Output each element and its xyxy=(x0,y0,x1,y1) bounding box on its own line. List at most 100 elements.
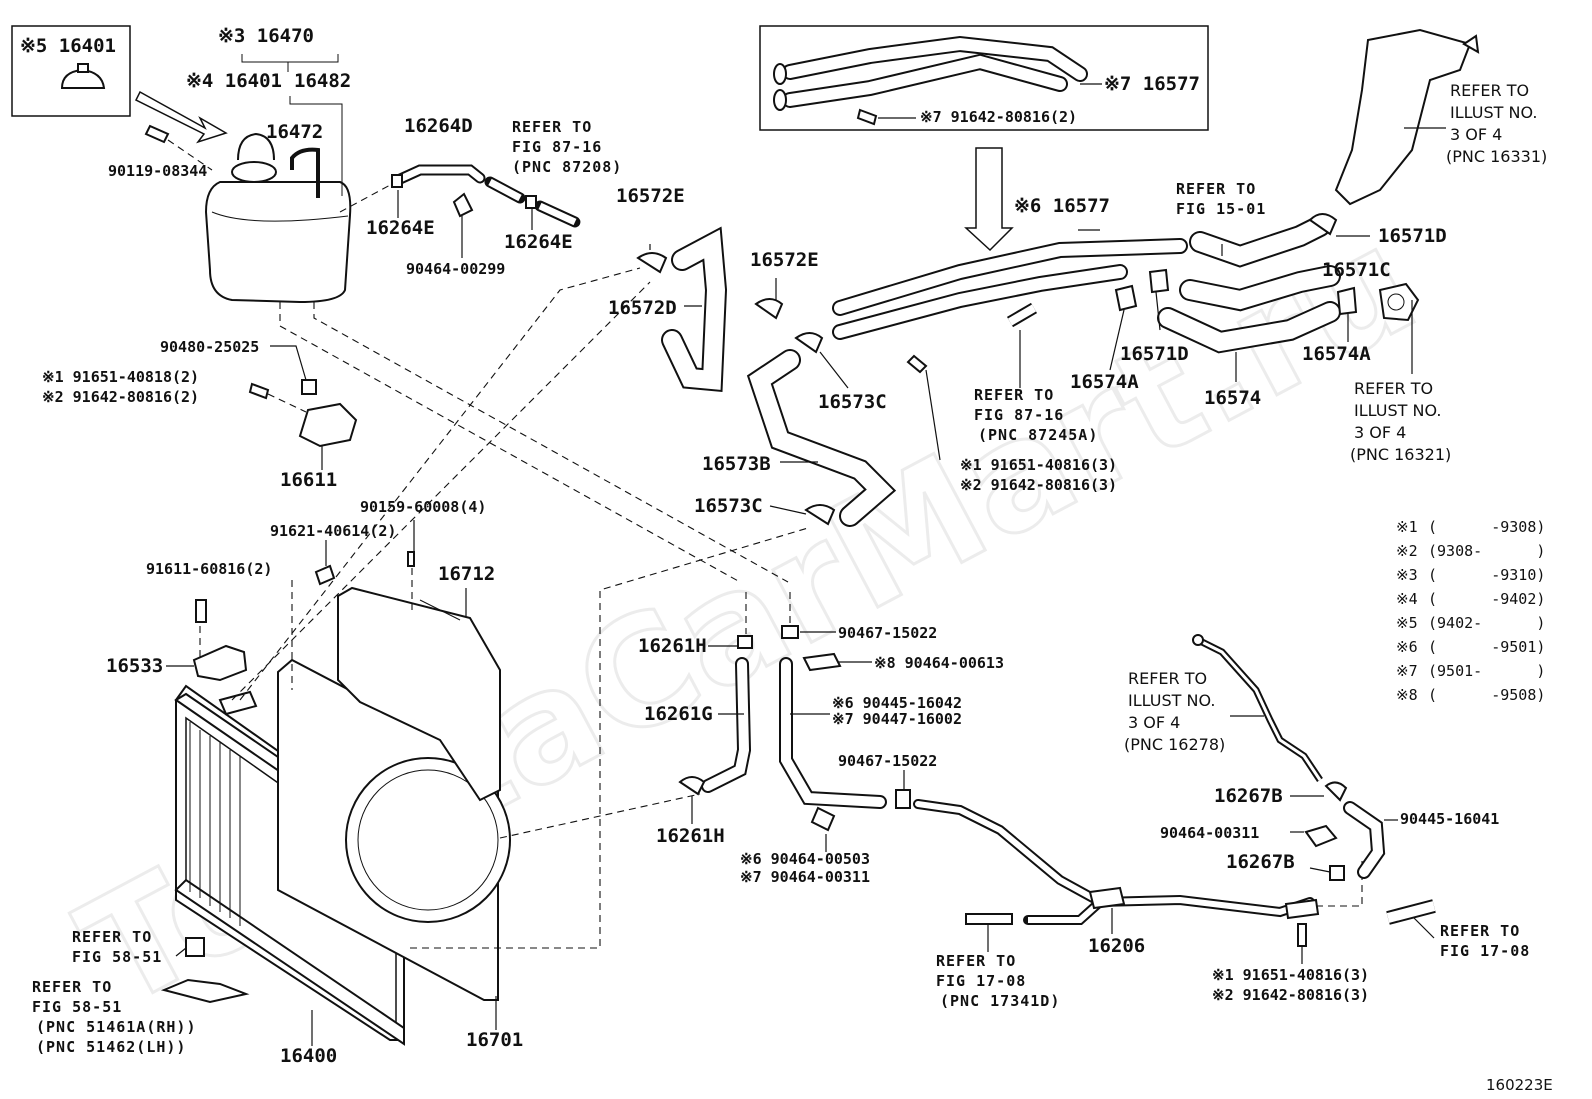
ref-illust-16321: REFER TO ILLUST NO. 3 OF 4 (PNC 16321) xyxy=(1350,379,1451,464)
label-90159: 90159-60008(4) xyxy=(360,498,486,516)
svg-text:FIG 87-16: FIG 87-16 xyxy=(974,406,1064,424)
svg-text:3 OF 4: 3 OF 4 xyxy=(1128,713,1180,732)
label-16400: 16400 xyxy=(280,1045,337,1067)
water-outlet xyxy=(1334,28,1480,322)
svg-text:REFER TO: REFER TO xyxy=(974,386,1054,404)
label-90447-16002: ※7 90447-16002 xyxy=(832,710,962,728)
label-16470: ※3 16470 xyxy=(218,25,314,47)
label-90464-00311-a: ※7 90464-00311 xyxy=(740,868,870,886)
svg-text:REFER TO: REFER TO xyxy=(1450,81,1529,100)
svg-text:REFER TO: REFER TO xyxy=(1354,379,1433,398)
svg-text:( -9308): ( -9308) xyxy=(1428,518,1545,536)
label-bolt-816b: ※2 91642-80816(3) xyxy=(960,476,1117,494)
svg-text:(PNC 87208): (PNC 87208) xyxy=(512,158,622,176)
label-90464-00311-b: 90464-00311 xyxy=(1160,824,1259,842)
svg-text:FIG 87-16: FIG 87-16 xyxy=(512,138,602,156)
svg-text:( -9508): ( -9508) xyxy=(1428,686,1545,704)
hoses-right xyxy=(1114,213,1358,354)
label-16572D: 16572D xyxy=(608,297,677,319)
water-pipe xyxy=(832,238,1188,374)
label-90464-00299: 90464-00299 xyxy=(406,260,505,278)
svg-text:REFER TO: REFER TO xyxy=(32,978,112,996)
label-bolt-577: ※7 91642-80816(2) xyxy=(920,108,1077,126)
ref-fig-17-08-a: REFER TO FIG 17-08 (PNC 17341D) xyxy=(936,952,1060,1010)
label-bolt-m1: ※1 91651-40818(2) xyxy=(42,368,199,386)
label-bolt-816d: ※2 91642-80816(3) xyxy=(1212,986,1369,1004)
label-bolt-816a: ※1 91651-40816(3) xyxy=(960,456,1117,474)
label-16261H-a: 16261H xyxy=(638,635,707,657)
figure-code: 160223E xyxy=(1486,1076,1553,1094)
fan-shroud xyxy=(277,586,511,1001)
svg-text:REFER TO: REFER TO xyxy=(936,952,1016,970)
svg-text:3 OF 4: 3 OF 4 xyxy=(1354,423,1406,442)
svg-text:( -9310): ( -9310) xyxy=(1428,566,1545,584)
svg-text:( -9402): ( -9402) xyxy=(1428,590,1545,608)
label-16267B-a: 16267B xyxy=(1214,785,1283,807)
svg-text:(PNC 16321): (PNC 16321) xyxy=(1350,445,1451,464)
label-16611: 16611 xyxy=(280,469,337,491)
label-16712: 16712 xyxy=(438,563,495,585)
label-bolt-m2: ※2 91642-80816(2) xyxy=(42,388,199,406)
svg-text:※7: ※7 xyxy=(1396,662,1418,680)
label-16573B: 16573B xyxy=(702,453,771,475)
svg-text:(9308- ): (9308- ) xyxy=(1428,542,1545,560)
label-16577-top: ※7 16577 xyxy=(1104,73,1200,95)
svg-text:※5: ※5 xyxy=(1396,614,1418,632)
svg-text:FIG 15-01: FIG 15-01 xyxy=(1176,200,1266,218)
label-90119: 90119-08344 xyxy=(108,162,207,180)
svg-text:(PNC 87245A): (PNC 87245A) xyxy=(978,426,1098,444)
heater-pipe xyxy=(1192,634,1386,881)
label-16261H-b: 16261H xyxy=(656,825,725,847)
label-16264E-b: 16264E xyxy=(504,231,573,253)
svg-text:REFER TO: REFER TO xyxy=(1128,669,1207,688)
svg-text:(9402- ): (9402- ) xyxy=(1428,614,1545,632)
label-16264D: 16264D xyxy=(404,115,473,137)
label-16573C-b: 16573C xyxy=(694,495,763,517)
svg-text:( -9501): ( -9501) xyxy=(1428,638,1545,656)
svg-text:FIG 58-51: FIG 58-51 xyxy=(72,948,162,966)
svg-text:※4: ※4 xyxy=(1396,590,1418,608)
svg-text:※8: ※8 xyxy=(1396,686,1418,704)
ref-fig-87-16-b: REFER TO FIG 87-16 (PNC 87245A) xyxy=(974,386,1098,444)
label-16574: 16574 xyxy=(1204,387,1261,409)
svg-text:REFER TO: REFER TO xyxy=(1440,922,1520,940)
svg-text:FIG 58-51: FIG 58-51 xyxy=(32,998,122,1016)
svg-text:ILLUST NO.: ILLUST NO. xyxy=(1450,103,1537,122)
svg-text:REFER TO: REFER TO xyxy=(72,928,152,946)
label-90467-a: 90467-15022 xyxy=(838,624,937,642)
label-16571D-a: 16571D xyxy=(1378,225,1447,247)
svg-text:※1: ※1 xyxy=(1396,518,1418,536)
bracket-16533 xyxy=(160,551,415,1004)
label-90445-16041: 90445-16041 xyxy=(1400,810,1499,828)
label-91611: 91611-60816(2) xyxy=(146,560,272,578)
svg-text:ILLUST NO.: ILLUST NO. xyxy=(1354,401,1441,420)
svg-text:(9501- ): (9501- ) xyxy=(1428,662,1545,680)
label-16472: 16472 xyxy=(266,121,323,143)
label-90464-00613: ※8 90464-00613 xyxy=(874,654,1004,672)
hose-16261 xyxy=(678,625,911,832)
label-16572E-b: 16572E xyxy=(750,249,819,271)
bracket-16470 xyxy=(241,54,339,63)
label-box-mark5: ※5 16401 xyxy=(20,35,116,57)
svg-text:※3: ※3 xyxy=(1396,566,1418,584)
bracket-16611 xyxy=(248,379,358,448)
label-16574A-a: 16574A xyxy=(1070,371,1139,393)
svg-text:(PNC 17341D): (PNC 17341D) xyxy=(940,992,1060,1010)
label-16572E-a: 16572E xyxy=(616,185,685,207)
label-bolt-816c: ※1 91651-40816(3) xyxy=(1212,966,1369,984)
svg-text:FIG 17-08: FIG 17-08 xyxy=(1440,942,1530,960)
overflow-hose xyxy=(391,164,581,228)
svg-text:(PNC 16331): (PNC 16331) xyxy=(1446,147,1547,166)
label-16571D-b: 16571D xyxy=(1120,343,1189,365)
svg-text:(PNC 51462(LH)): (PNC 51462(LH)) xyxy=(36,1038,186,1056)
svg-text:(PNC 51461A(RH)): (PNC 51461A(RH)) xyxy=(36,1018,197,1036)
svg-text:※6: ※6 xyxy=(1396,638,1418,656)
label-16577: ※6 16577 xyxy=(1014,195,1110,217)
svg-text:FIG 17-08: FIG 17-08 xyxy=(936,972,1026,990)
svg-text:※2: ※2 xyxy=(1396,542,1418,560)
bypass-pipe xyxy=(913,799,1436,947)
label-16571C: 16571C xyxy=(1322,259,1391,281)
ref-fig-17-08-b: REFER TO FIG 17-08 xyxy=(1440,922,1530,960)
ref-fig-87-16-a: REFER TO FIG 87-16 (PNC 87208) xyxy=(512,118,622,176)
